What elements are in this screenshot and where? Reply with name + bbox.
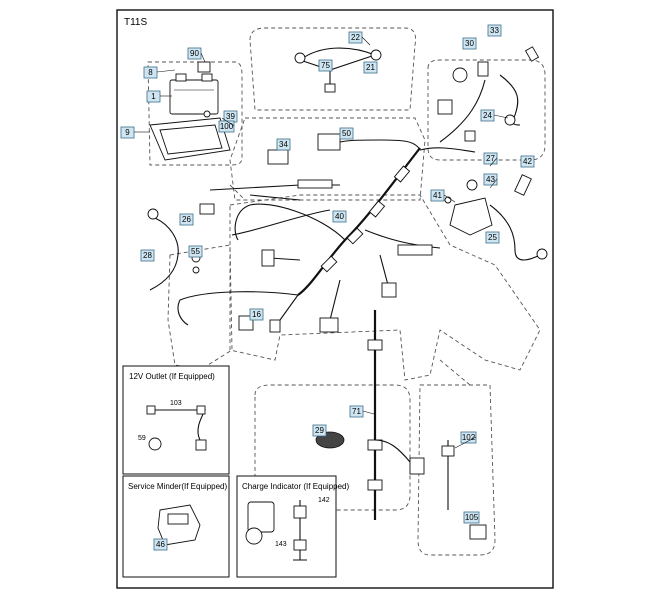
main-harness xyxy=(177,147,441,333)
svg-text:105: 105 xyxy=(465,513,479,522)
svg-text:71: 71 xyxy=(352,407,361,416)
callout-33[interactable]: 33 xyxy=(487,24,502,37)
inset-charge-indicator: Charge Indicator (If Equipped) 142 143 xyxy=(236,475,350,578)
callout-16[interactable]: 16 xyxy=(249,308,264,321)
svg-text:39: 39 xyxy=(226,112,235,121)
callout-50[interactable]: 50 xyxy=(339,127,354,140)
callout-75[interactable]: 75 xyxy=(318,59,333,72)
callout-27[interactable]: 27 xyxy=(483,152,498,165)
callout-100[interactable]: 100 xyxy=(218,120,235,133)
leader-lines xyxy=(134,36,509,449)
svg-text:30: 30 xyxy=(465,39,474,48)
misc-parts xyxy=(147,46,548,333)
callout-105[interactable]: 105 xyxy=(463,511,480,524)
inset-charge-title: Charge Indicator (If Equipped) xyxy=(242,482,350,491)
svg-text:26: 26 xyxy=(182,215,191,224)
battery-assembly xyxy=(149,61,231,161)
model-code: T11S xyxy=(124,17,147,28)
callout-8[interactable]: 8 xyxy=(143,66,158,79)
callout-43[interactable]: 43 xyxy=(483,173,498,186)
svg-text:16: 16 xyxy=(252,310,261,319)
callout-41[interactable]: 41 xyxy=(430,189,445,202)
diagram-frame xyxy=(116,9,554,589)
svg-text:46: 46 xyxy=(156,540,165,549)
callout-1[interactable]: 1 xyxy=(146,90,161,103)
svg-text:21: 21 xyxy=(366,63,375,72)
callout-9[interactable]: 9 xyxy=(120,126,135,139)
svg-text:90: 90 xyxy=(190,49,199,58)
svg-text:42: 42 xyxy=(523,157,532,166)
svg-text:8: 8 xyxy=(148,68,153,77)
svg-text:43: 43 xyxy=(486,175,495,184)
part-142-label: 142 xyxy=(318,497,330,504)
svg-text:41: 41 xyxy=(433,191,442,200)
inset-outlet-title: 12V Outlet (If Equipped) xyxy=(129,372,215,381)
callout-25[interactable]: 25 xyxy=(485,231,500,244)
callout-102[interactable]: 102 xyxy=(460,431,477,444)
callout-21[interactable]: 21 xyxy=(363,61,378,74)
svg-text:22: 22 xyxy=(351,33,360,42)
inset-12v-outlet: 12V Outlet (If Equipped) 103 59 xyxy=(122,365,230,475)
callout-55[interactable]: 55 xyxy=(188,245,203,258)
callouts: 1 8 9 16 22 24 25 26 27 28 29 33 34 39 4… xyxy=(120,24,535,551)
svg-text:100: 100 xyxy=(220,122,234,131)
svg-text:9: 9 xyxy=(125,128,130,137)
svg-text:75: 75 xyxy=(321,61,330,70)
callout-46[interactable]: 46 xyxy=(153,538,168,551)
lower-harness xyxy=(315,310,487,540)
callout-26[interactable]: 26 xyxy=(179,213,194,226)
svg-text:102: 102 xyxy=(462,433,476,442)
svg-text:50: 50 xyxy=(342,129,351,138)
callout-71[interactable]: 71 xyxy=(349,405,364,418)
headlight-harness xyxy=(294,47,476,153)
svg-text:29: 29 xyxy=(315,426,324,435)
callout-90[interactable]: 90 xyxy=(187,47,202,60)
callout-42[interactable]: 42 xyxy=(520,155,535,168)
inset-service-minder: Service Minder(If Equipped) xyxy=(122,475,230,578)
svg-text:1: 1 xyxy=(151,92,156,101)
callout-40[interactable]: 40 xyxy=(332,210,347,223)
part-143-label: 143 xyxy=(275,541,287,548)
callout-30[interactable]: 30 xyxy=(462,37,477,50)
inset-service-title: Service Minder(If Equipped) xyxy=(128,482,227,491)
svg-text:24: 24 xyxy=(483,111,492,120)
svg-text:55: 55 xyxy=(191,247,200,256)
callout-34[interactable]: 34 xyxy=(276,138,291,151)
callout-29[interactable]: 29 xyxy=(312,424,327,437)
part-59-label: 59 xyxy=(138,435,146,442)
svg-text:33: 33 xyxy=(490,26,499,35)
svg-text:34: 34 xyxy=(279,140,288,149)
callout-28[interactable]: 28 xyxy=(140,249,155,262)
callout-24[interactable]: 24 xyxy=(480,109,495,122)
svg-text:28: 28 xyxy=(143,251,152,260)
part-103-label: 103 xyxy=(170,400,182,407)
svg-text:27: 27 xyxy=(486,154,495,163)
svg-text:40: 40 xyxy=(335,212,344,221)
svg-text:25: 25 xyxy=(488,233,497,242)
callout-22[interactable]: 22 xyxy=(348,31,363,44)
